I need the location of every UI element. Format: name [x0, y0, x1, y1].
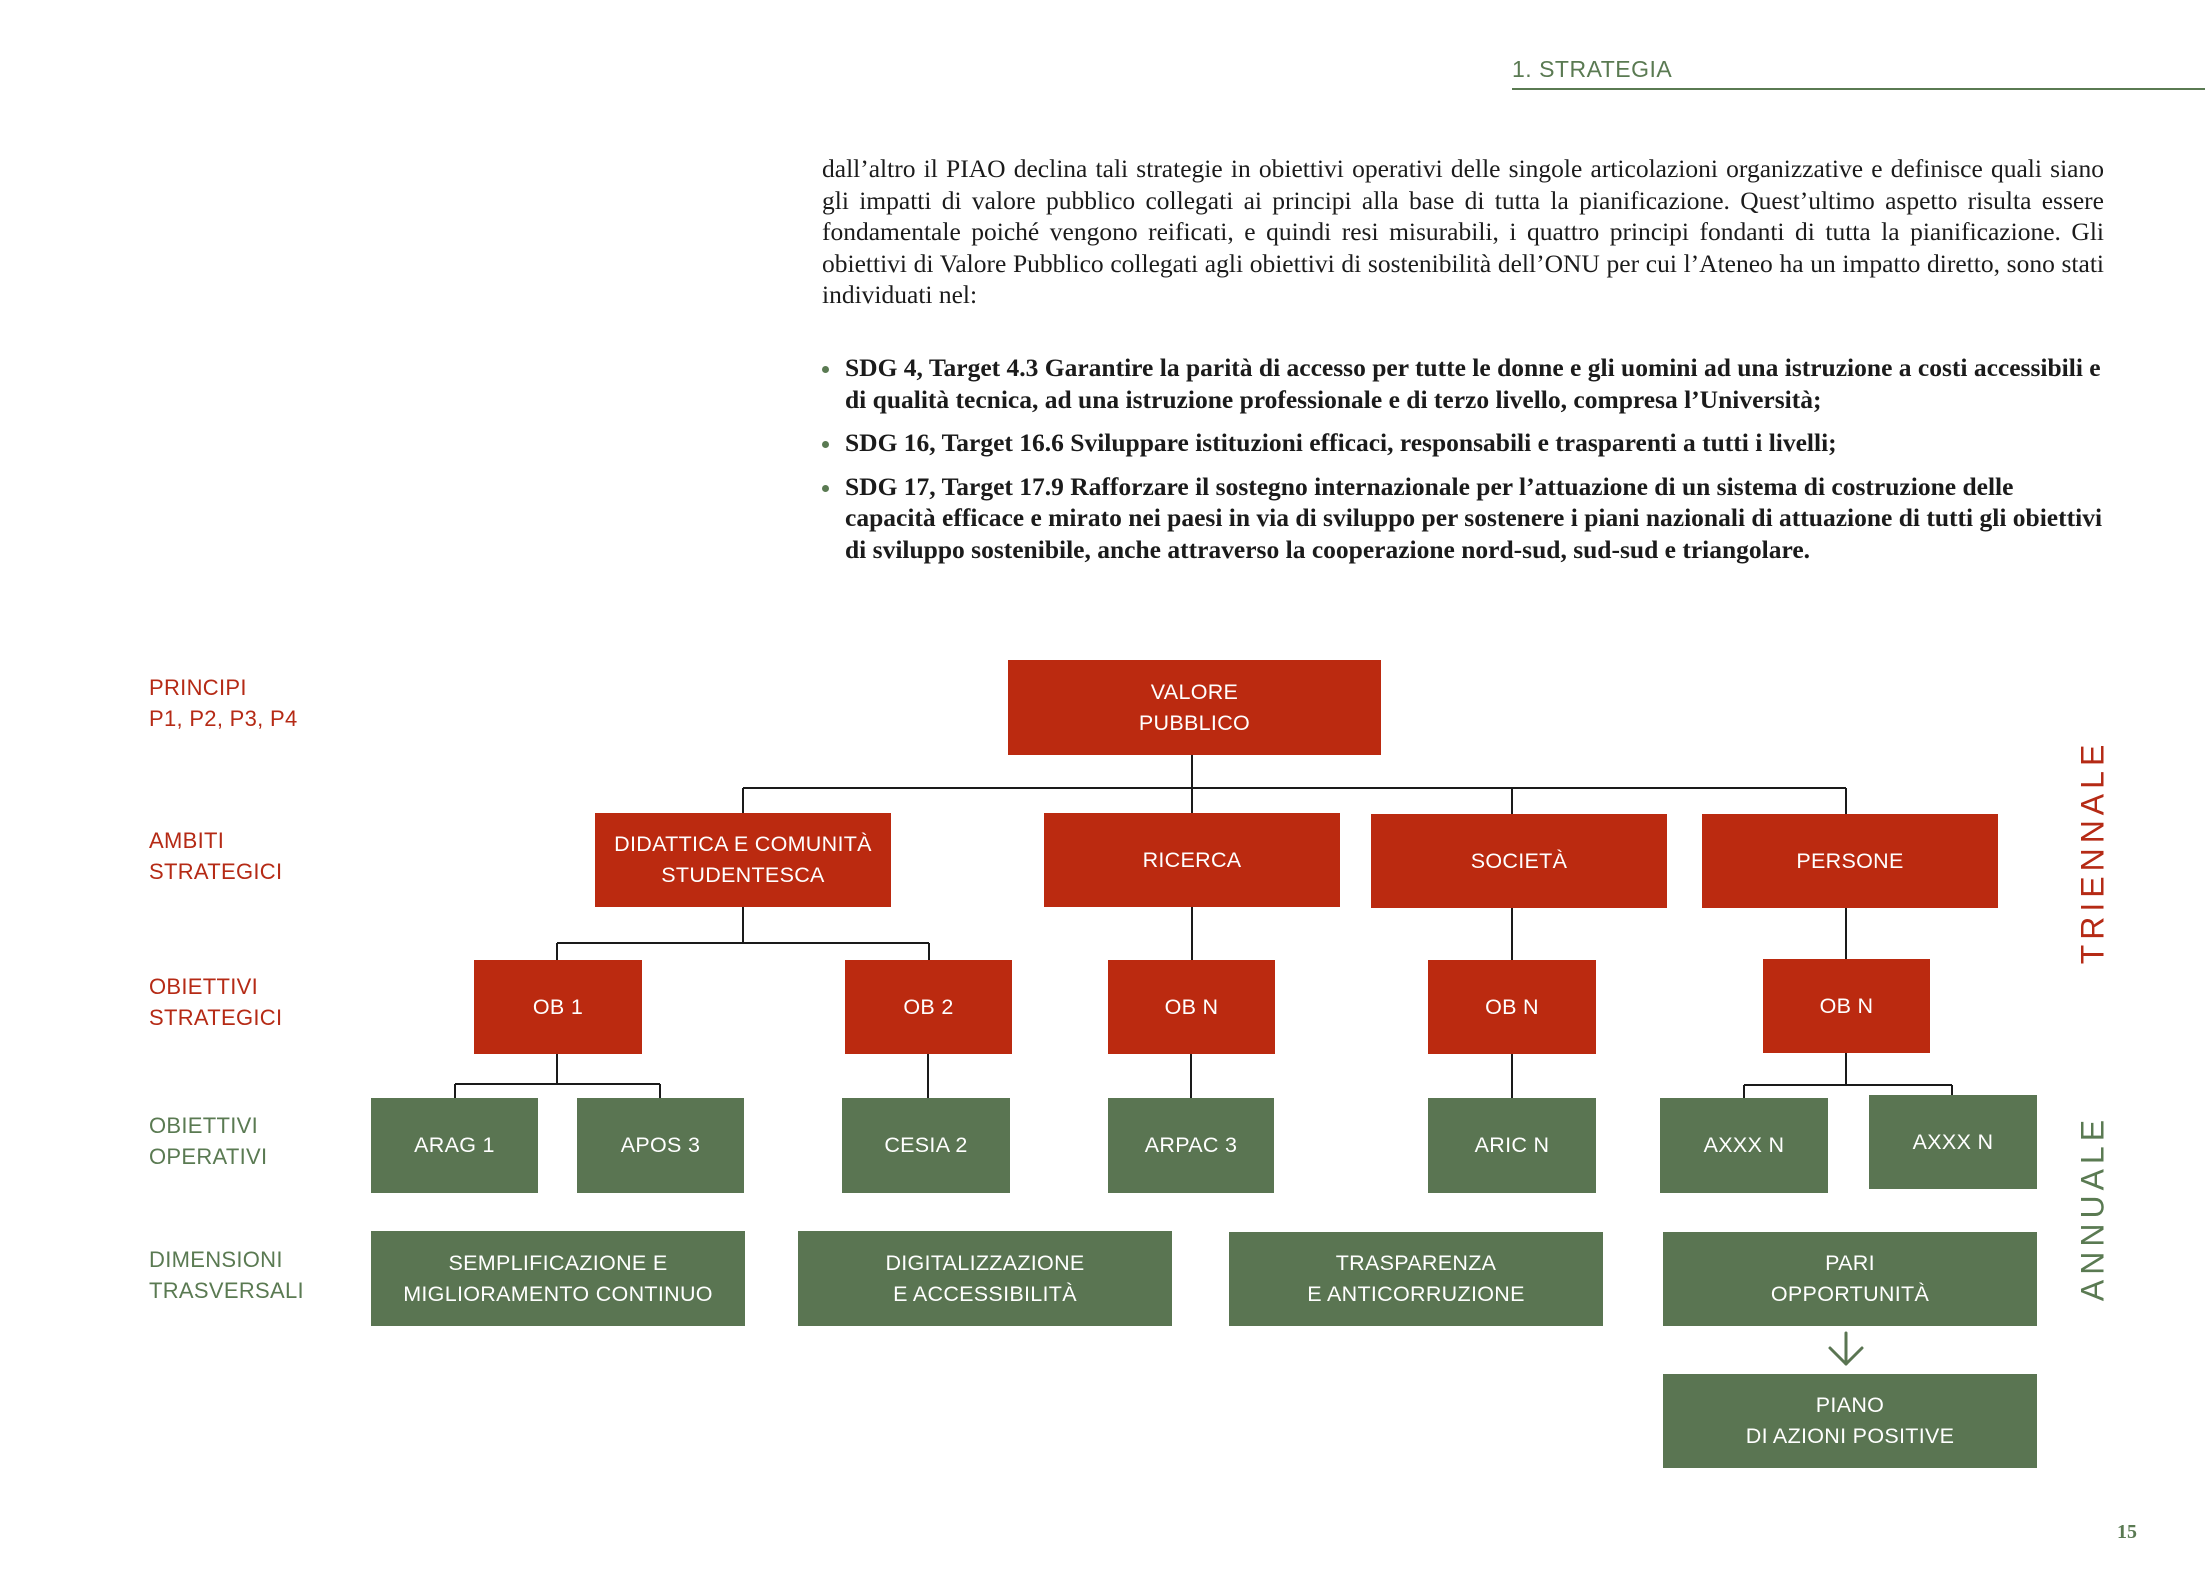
dimensione-pari-opportunita-box: PARI OPPORTUNITÀ — [1663, 1232, 2037, 1326]
down-arrow-icon — [1828, 1331, 1864, 1366]
ob-strategico-box: OB 1 — [474, 960, 642, 1054]
page-number: 15 — [2117, 1521, 2137, 1543]
header-rule — [1512, 88, 2205, 90]
ob-operativo-box: ARPAC 3 — [1108, 1098, 1274, 1193]
body-paragraph: dall’altro il PIAO declina tali strategi… — [822, 154, 2104, 309]
bullet-sdg4: SDG 4, Target 4.3 Garantire la parità di… — [822, 352, 2104, 415]
ambito-societa-box: SOCIETÀ — [1371, 814, 1667, 908]
ob-operativo-box: ARAG 1 — [371, 1098, 538, 1193]
ob-operativo-box: AXXX N — [1660, 1098, 1828, 1193]
ambito-persone-box: PERSONE — [1702, 814, 1998, 908]
dimensione-trasparenza-box: TRASPARENZA E ANTICORRUZIONE — [1229, 1232, 1603, 1326]
ob-operativo-box: APOS 3 — [577, 1098, 744, 1193]
row-label-principi: PRINCIPI P1, P2, P3, P4 — [149, 675, 298, 731]
ob-operativo-box: ARIC N — [1428, 1098, 1596, 1193]
dimensione-digitalizzazione-box: DIGITALIZZAZIONE E ACCESSIBILITÀ — [798, 1231, 1172, 1326]
section-header: 1. STRATEGIA — [1512, 56, 1673, 82]
ob-strategico-box: OB N — [1428, 960, 1596, 1054]
valore-pubblico-box: VALORE PUBBLICO — [1008, 660, 1381, 755]
row-label-ambiti: AMBITI STRATEGICI — [149, 828, 283, 884]
piano-azioni-positive-box: PIANO DI AZIONI POSITIVE — [1663, 1374, 2037, 1468]
side-label-annuale: ANNUALE — [2074, 1114, 2111, 1302]
ob-strategico-box: OB N — [1763, 959, 1930, 1053]
row-label-obiettivi-operativi: OBIETTIVI OPERATIVI — [149, 1113, 268, 1169]
ambito-ricerca-box: RICERCA — [1044, 813, 1340, 907]
ob-strategico-box: OB 2 — [845, 960, 1012, 1054]
sdg-bullet-list: SDG 4, Target 4.3 Garantire la parità di… — [822, 352, 2104, 577]
ob-operativo-box: AXXX N — [1869, 1095, 2037, 1189]
bullet-sdg16: SDG 16, Target 16.6 Sviluppare istituzio… — [822, 427, 2104, 459]
row-label-dimensioni: DIMENSIONI TRASVERSALI — [149, 1247, 304, 1303]
bullet-sdg17: SDG 17, Target 17.9 Rafforzare il sosteg… — [822, 471, 2104, 566]
row-label-obiettivi-strategici: OBIETTIVI STRATEGICI — [149, 974, 283, 1030]
ambito-didattica-box: DIDATTICA E COMUNITÀ STUDENTESCA — [595, 813, 891, 907]
side-label-triennale: TRIENNALE — [2074, 739, 2111, 965]
dimensione-semplificazione-box: SEMPLIFICAZIONE E MIGLIORAMENTO CONTINUO — [371, 1231, 745, 1326]
ob-strategico-box: OB N — [1108, 960, 1275, 1054]
ob-operativo-box: CESIA 2 — [842, 1098, 1010, 1193]
